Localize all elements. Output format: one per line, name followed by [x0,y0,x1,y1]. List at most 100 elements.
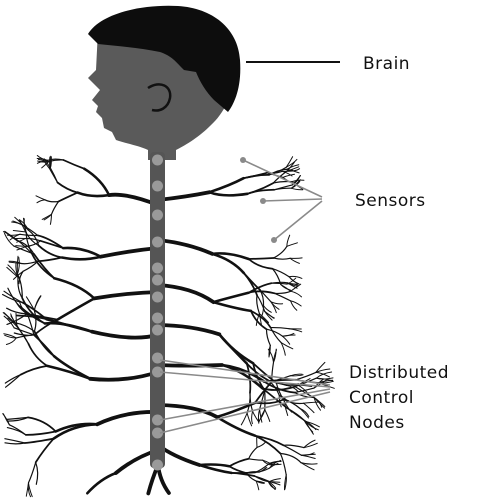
nerve-branch [253,411,259,422]
distributed-control-nodes-label: Distributed Control Nodes [349,361,449,436]
nerve-branch [275,291,291,293]
sensor-pointer-line [263,199,322,201]
nerve-branch [213,293,248,302]
nerve-branch [45,200,58,202]
nerve-branch [29,462,36,482]
control-node [152,460,163,471]
control-node [152,181,163,192]
nerve-branch [29,483,33,497]
nerve-branch [290,258,302,259]
nerve-branch [271,328,282,343]
nerve-branch [275,293,291,301]
nerve-branch [290,258,299,263]
nerve-branch [97,412,158,424]
nerve-branch [249,447,257,458]
nerve-branch [63,248,100,257]
head-icon [88,6,240,160]
nerve-branch [158,325,219,334]
nerve-branch [267,329,271,345]
nerve-branch [20,234,38,235]
nerve-branch [252,411,253,423]
nerve-branch [62,257,101,260]
nerve-branch [247,190,274,194]
nerve-branch [58,183,78,193]
nerve-branch [283,174,295,177]
nerve-branch [26,432,56,435]
nerve-branch [54,278,94,298]
nerve-branch [271,328,289,329]
nerve-branch [219,334,253,363]
nerve-branch [272,362,274,381]
nerve-branch [94,292,158,298]
nerve-branch [291,291,302,297]
nerve-branch [52,202,59,215]
nerve-branch [34,310,36,331]
nerve-branch [90,372,158,380]
nerve-branch [247,473,257,481]
nerve-branch [13,231,25,232]
nerve-branch [257,443,265,448]
node-pointer-line [160,360,330,385]
nerve-branch [54,356,90,379]
nerve-branch [213,302,251,311]
nerve-branch [158,192,209,200]
nerve-branch [36,196,45,200]
nodes-label-line: Nodes [349,411,449,436]
control-node [152,237,163,248]
nerve-branch [247,413,252,426]
control-node [152,325,163,336]
nerve-branch [229,459,248,467]
nerve-branch [5,443,25,444]
nerve-branch [87,473,116,493]
nerve-branch [49,157,50,169]
nerve-branch [92,332,158,338]
nerve-branch [9,425,25,435]
nerve-branch [287,243,298,247]
nerve-branch [84,169,109,195]
nerve-branch [5,439,25,443]
nerve-branch [249,459,263,460]
nerve-branch [6,338,16,345]
nerve-branch [50,169,58,183]
nerve-branch [301,455,315,458]
nerve-branch [209,178,243,192]
control-node [152,292,163,303]
nerve-branch [209,192,247,195]
control-node [152,275,163,286]
nerve-branch [158,285,213,302]
control-node [152,263,163,274]
nerve-branch [37,200,45,203]
nerve-branch [38,258,62,262]
nerve-branch [59,193,78,202]
nerve-branch [47,319,92,331]
nerve-branch [270,479,281,482]
nerve-branch [78,193,110,196]
nerve-branch [21,366,48,375]
nerve-branch [274,246,287,258]
nerve-branch [249,259,273,269]
nerve-branch [249,258,274,259]
nerve-branch [158,240,212,254]
nerve-branch [241,413,247,425]
nerve-branch [296,372,316,379]
nerve-branch [287,235,290,246]
nerve-branch [250,393,253,412]
nerve-branch [63,160,84,169]
nerve-branch [36,439,54,463]
nerve-branch [3,295,23,303]
nerve-branch [101,248,158,257]
control-node [152,353,163,364]
nerve-branch [36,462,38,484]
sensor-dot [240,157,246,163]
nerve-branch [34,254,54,278]
sensors-label: Sensors [355,189,426,214]
nerve-branch [263,460,271,465]
nerve-branch [28,417,56,431]
nerve-branches [3,156,335,497]
nerve-branch [265,410,270,422]
control-node [152,313,163,324]
nodes-label-line: Control [349,386,449,411]
sensor-dot [271,237,277,243]
nerve-branch [274,258,291,259]
nerve-branch [274,350,277,363]
